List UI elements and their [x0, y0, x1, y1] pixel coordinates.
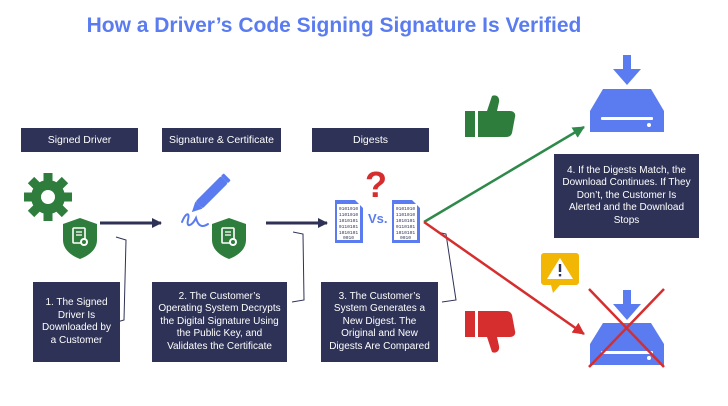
step-1-text: 1. The Signed Driver Is Downloaded by a … [42, 297, 111, 346]
step-3-box: 3. The Customer’s System Generates a New… [321, 282, 438, 362]
binary-line: 1010101 [339, 230, 359, 236]
new-digest-document-icon: 0101010 1101010 1010101 0110101 1010101 … [392, 200, 420, 243]
binary-line: 1010101 [396, 218, 416, 224]
versus-label: Vs. [368, 211, 388, 226]
warning-icon [541, 253, 579, 293]
binary-line: 0110101 [339, 224, 359, 230]
step-1-box: 1. The Signed Driver Is Downloaded by a … [33, 282, 120, 362]
pen-signature-icon [181, 173, 231, 227]
header-digests: Digests [312, 128, 429, 152]
original-digest-document-icon: 0101010 1101010 1010101 0110101 1010101 … [335, 200, 363, 243]
binary-line: 0010 [400, 235, 411, 241]
gear-icon [24, 173, 72, 221]
step-4-text: 4. If the Digests Match, the Download Co… [562, 164, 691, 226]
connector-line-2 [291, 231, 305, 303]
certificate-shield-icon [212, 218, 246, 259]
certificate-shield-icon [63, 218, 97, 259]
cancel-x-icon [588, 288, 665, 368]
thumbs-down-icon [465, 311, 516, 353]
failure-arrow [423, 220, 585, 336]
step-2-box: 2. The Customer’s Operating System Decry… [152, 282, 287, 362]
header-signature-certificate: Signature & Certificate [162, 128, 281, 152]
binary-line: 1101010 [339, 212, 359, 218]
download-drive-icon [590, 55, 664, 132]
binary-line: 0101010 [339, 206, 359, 212]
binary-line: 1101010 [396, 212, 416, 218]
binary-line: 0110101 [396, 224, 416, 230]
step-2-text: 2. The Customer’s Operating System Decry… [158, 290, 281, 352]
success-arrow [423, 125, 585, 224]
binary-line: 0010 [343, 235, 354, 241]
step-4-box: 4. If the Digests Match, the Download Co… [554, 154, 699, 238]
binary-line: 0101010 [396, 206, 416, 212]
blocked-download-drive-icon [590, 290, 664, 365]
binary-line: 1010101 [396, 230, 416, 236]
thumbs-up-icon [465, 95, 516, 137]
question-mark-icon: ? [365, 164, 387, 205]
binary-line: 1010101 [339, 218, 359, 224]
header-signed-driver: Signed Driver [21, 128, 138, 152]
step-3-text: 3. The Customer’s System Generates a New… [329, 290, 430, 352]
connector-line-1 [115, 236, 127, 323]
page-title: How a Driver’s Code Signing Signature Is… [86, 14, 582, 37]
